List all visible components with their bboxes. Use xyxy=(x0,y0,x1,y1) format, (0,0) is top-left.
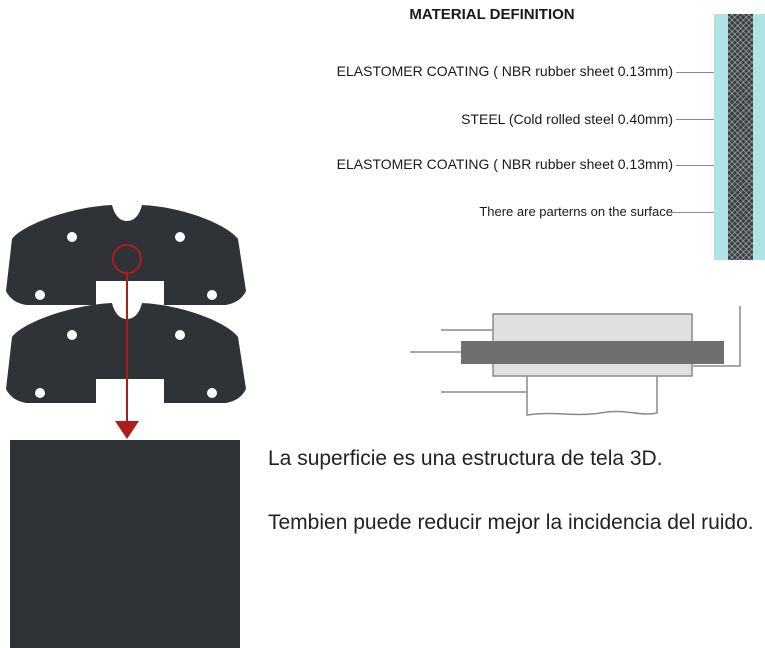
layer-schematic xyxy=(410,306,741,416)
description-line-2: Tembien puede reducir mejor la incidenci… xyxy=(268,511,754,534)
description-line-1: La superficie es una estructura de tela … xyxy=(268,447,663,470)
elastomer-layer-left xyxy=(714,14,728,260)
layer-label-surface-pattern: There are parterns on the surface xyxy=(479,204,673,219)
leader-line xyxy=(668,212,714,213)
shim-bottom-holes xyxy=(35,330,217,398)
layer-label-steel: STEEL (Cold rolled steel 0.40mm) xyxy=(461,111,673,127)
leader-line xyxy=(676,165,714,166)
elastomer-layer-right xyxy=(753,14,765,260)
arrow-head-icon xyxy=(115,421,139,439)
leader-line xyxy=(676,119,714,120)
leader-line xyxy=(676,72,714,73)
material-cross-section xyxy=(714,14,765,260)
enlarged-material-block xyxy=(10,440,240,648)
brake-pad-shims xyxy=(6,205,246,439)
steel-bar xyxy=(461,341,724,364)
layer-label-elastomer-bottom: ELASTOMER COATING ( NBR rubber sheet 0.1… xyxy=(336,156,673,172)
steel-mesh-layer xyxy=(728,14,753,260)
material-definition-title: MATERIAL DEFINITION xyxy=(409,6,575,23)
shim-top-holes xyxy=(35,232,217,300)
layer-label-elastomer-top: ELASTOMER COATING ( NBR rubber sheet 0.1… xyxy=(336,63,673,79)
